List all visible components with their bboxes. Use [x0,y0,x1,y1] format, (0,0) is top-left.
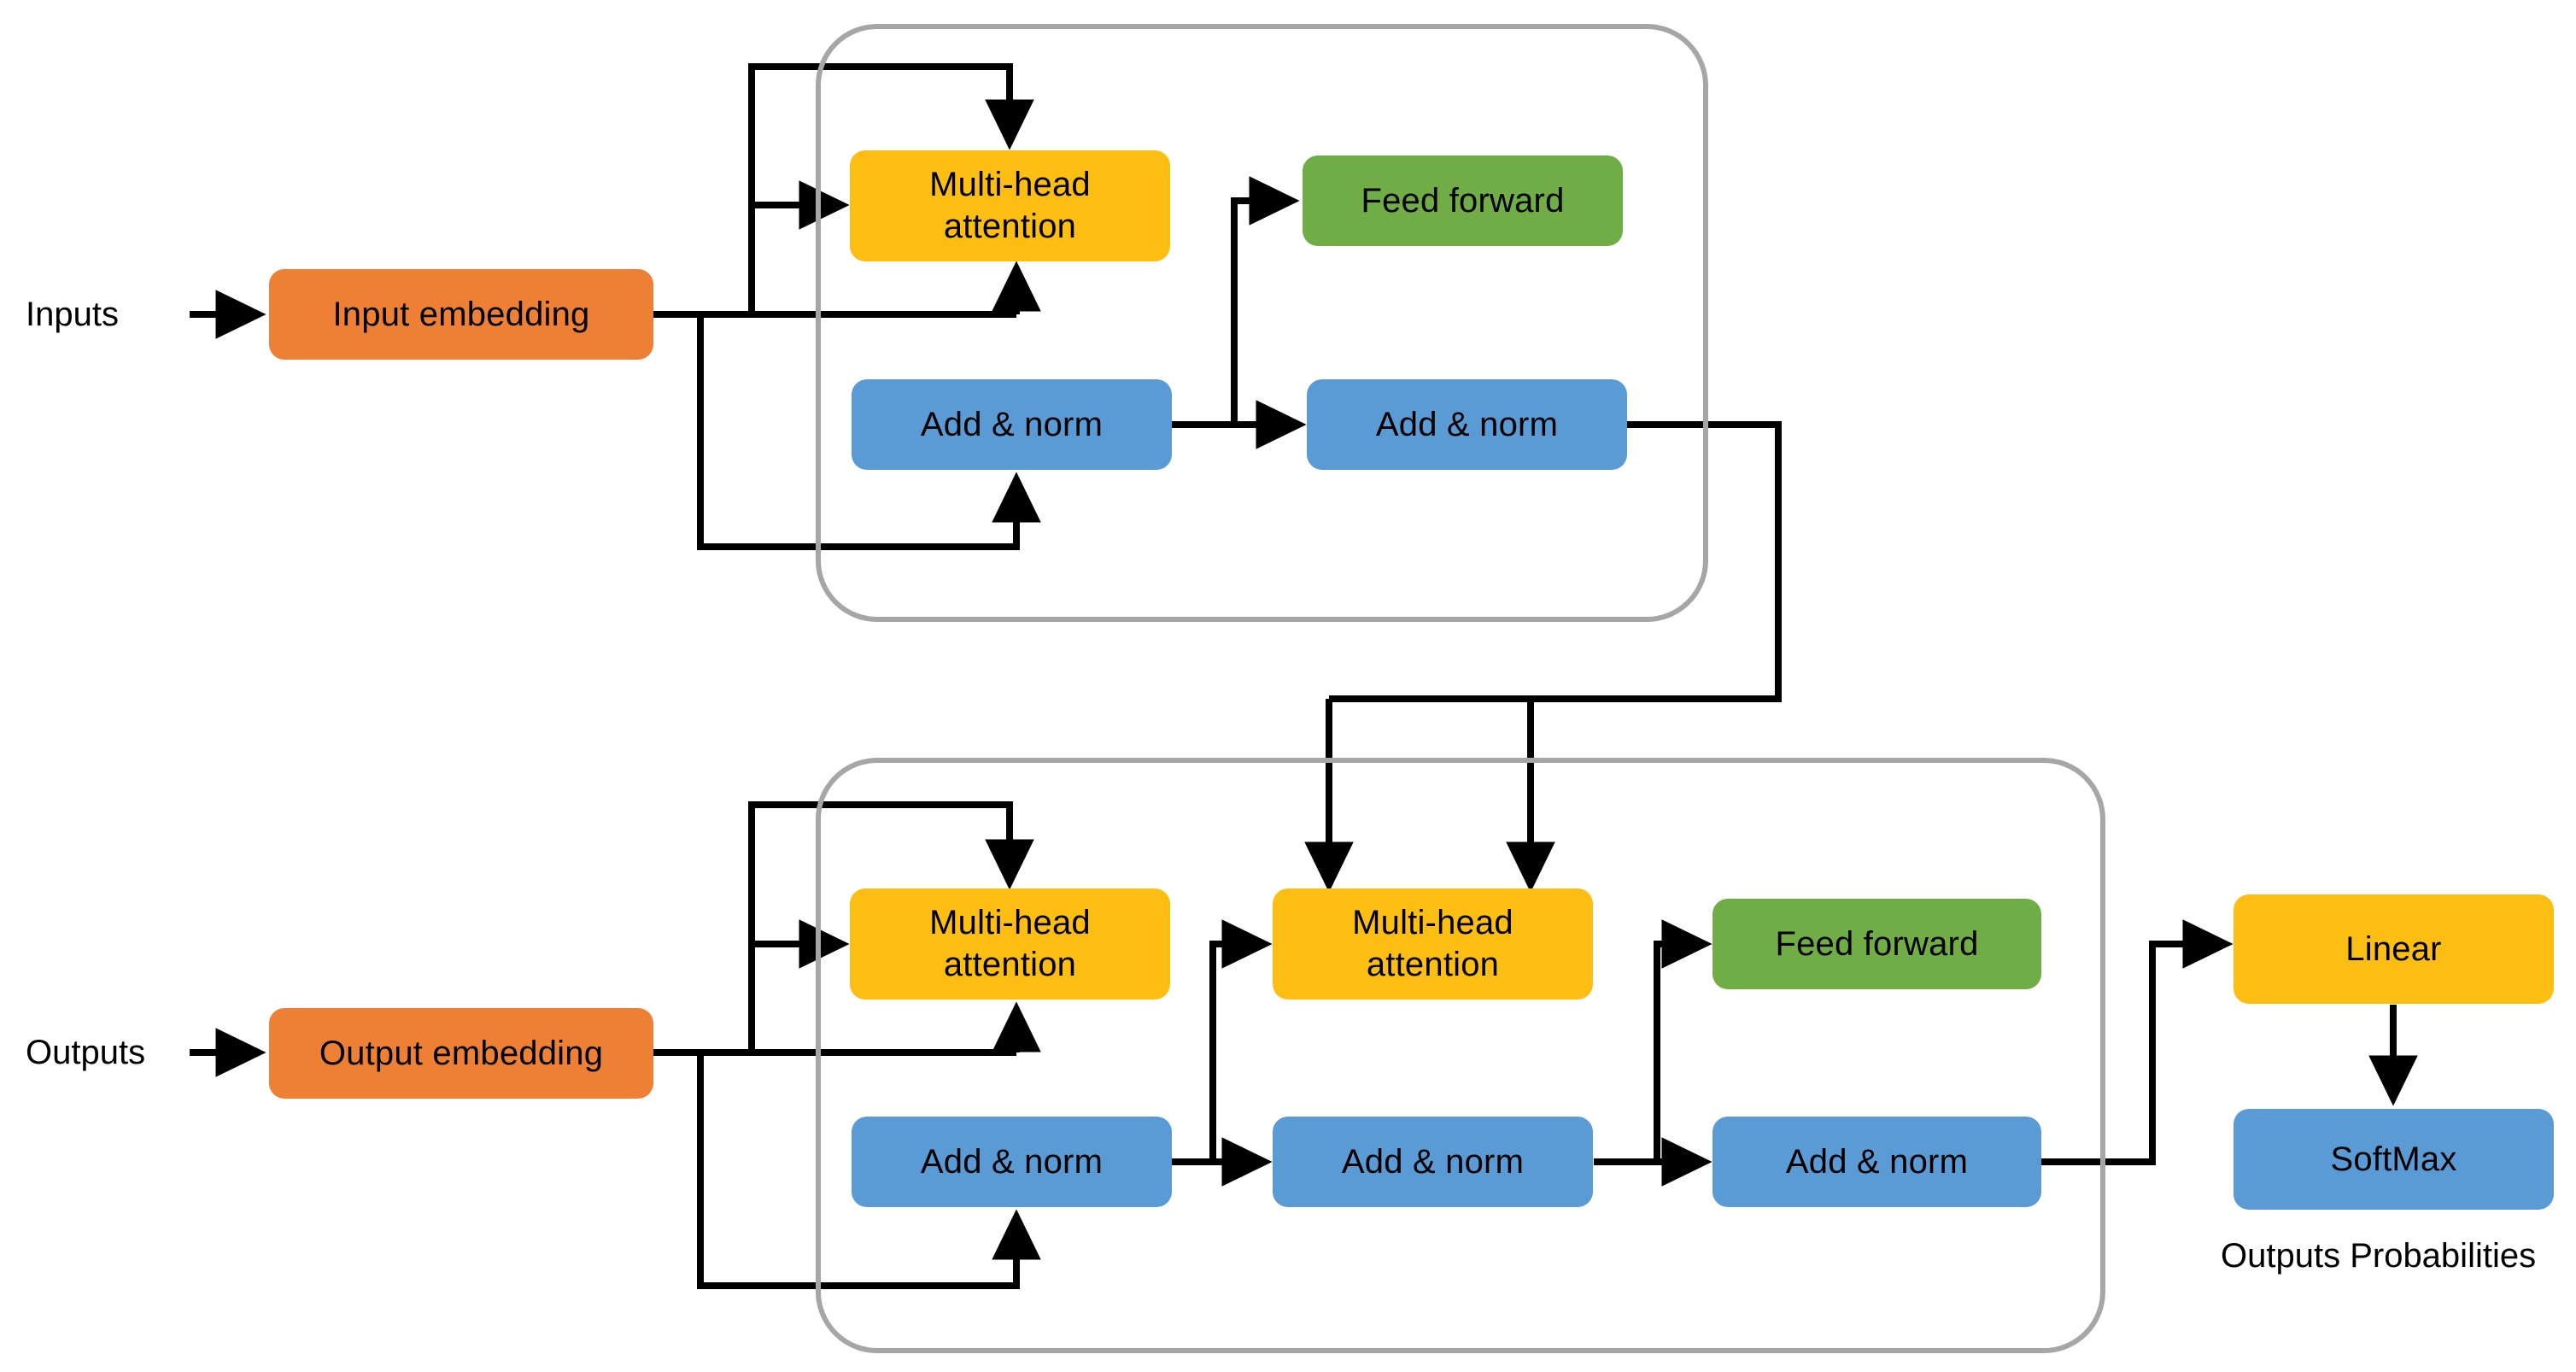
encoder-group-container [816,24,1708,622]
softmax-block[interactable]: SoftMax [2234,1109,2554,1210]
decoder-masked-multi-head-attention-block[interactable]: Multi-head attention [850,888,1170,1000]
decoder-group-container [816,758,2105,1353]
inputs-label: Inputs [26,296,119,333]
encoder-add-norm-1-block[interactable]: Add & norm [852,379,1172,470]
encoder-multi-head-attention-block[interactable]: Multi-head attention [850,150,1170,261]
decoder-cross-multi-head-attention-block[interactable]: Multi-head attention [1273,888,1593,1000]
output-embedding-block[interactable]: Output embedding [269,1008,653,1099]
encoder-feed-forward-block[interactable]: Feed forward [1303,155,1623,246]
decoder-add-norm-1-block[interactable]: Add & norm [852,1117,1172,1207]
decoder-feed-forward-block[interactable]: Feed forward [1712,899,2041,989]
linear-block[interactable]: Linear [2234,894,2554,1004]
decoder-add-norm-3-block[interactable]: Add & norm [1712,1117,2041,1207]
decoder-add-norm-2-block[interactable]: Add & norm [1273,1117,1593,1207]
outputs-probabilities-label: Outputs Probabilities [2221,1237,2537,1275]
encoder-add-norm-2-block[interactable]: Add & norm [1307,379,1627,470]
input-embedding-block[interactable]: Input embedding [269,269,653,360]
outputs-label: Outputs [26,1034,146,1071]
